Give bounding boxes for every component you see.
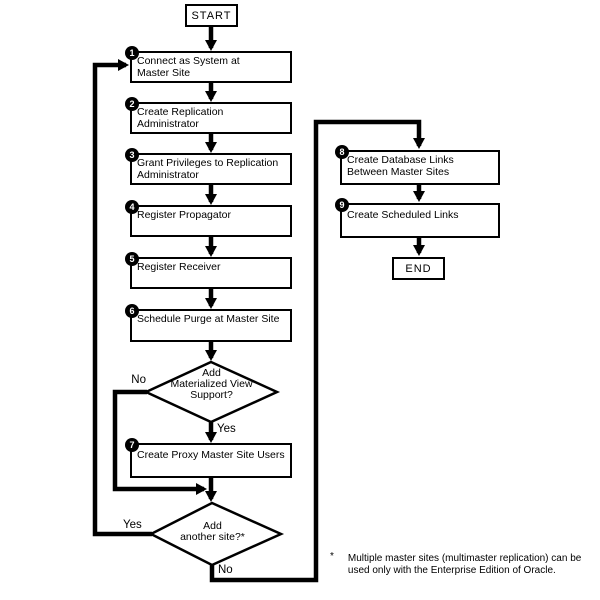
decision-materialized-view-label: Add Materialized View Support? [170, 367, 253, 401]
branch-label-no-add-another-site: No [218, 564, 233, 576]
branch-label-yes-add-another-site: Yes [123, 519, 142, 531]
step-1-box: 1 Connect as System at Master Site [125, 46, 292, 83]
decision-add-another-site-label: Add another site?* [180, 520, 245, 543]
step-8-box: 8 Create Database Links Between Master S… [335, 145, 500, 185]
step-2-box: 2 Create Replication Administrator [125, 97, 292, 134]
step-5-number-badge: 5 [125, 252, 139, 266]
step-1-number-badge: 1 [125, 46, 139, 60]
decision-add-another-site-diamond [148, 501, 285, 567]
step-3-box: 3 Grant Privileges to Replication Admini… [125, 148, 292, 185]
step-1-label: Connect as System at Master Site [137, 55, 240, 79]
step-4-box: 4 Register Propagator [125, 200, 292, 237]
step-7-box: 7 Create Proxy Master Site Users [125, 438, 292, 478]
start-node: START [185, 4, 238, 27]
step-7-number-badge: 7 [125, 438, 139, 452]
branch-label-yes-materialized-view: Yes [217, 423, 236, 435]
step-5-label: Register Receiver [137, 261, 221, 273]
step-9-label: Create Scheduled Links [347, 209, 459, 221]
step-4-label: Register Propagator [137, 209, 231, 221]
step-6-number-badge: 6 [125, 304, 139, 318]
arrow-decision2-yes-loop-to-step1 [92, 59, 152, 537]
step-5-box: 5 Register Receiver [125, 252, 292, 289]
step-6-label: Schedule Purge at Master Site [137, 313, 280, 325]
step-9-number-badge: 9 [335, 198, 349, 212]
step-3-number-badge: 3 [125, 148, 139, 162]
step-2-number-badge: 2 [125, 97, 139, 111]
end-label: END [405, 262, 432, 275]
step-8-label: Create Database Links Between Master Sit… [347, 154, 454, 178]
step-2-label: Create Replication Administrator [137, 106, 224, 130]
branch-label-no-materialized-view: No [131, 374, 146, 386]
step-9-box: 9 Create Scheduled Links [335, 198, 500, 238]
decision-materialized-view-diamond [143, 360, 281, 424]
start-label: START [191, 9, 232, 22]
step-7-label: Create Proxy Master Site Users [137, 449, 285, 461]
footnote: * Multiple master sites (multimaster rep… [330, 551, 582, 577]
step-3-label: Grant Privileges to Replication Administ… [137, 157, 279, 181]
end-node: END [392, 257, 445, 280]
step-4-number-badge: 4 [125, 200, 139, 214]
footnote-asterisk: * [330, 551, 334, 562]
arrow-decision1-no-loop [112, 389, 207, 495]
step-8-number-badge: 8 [335, 145, 349, 159]
step-6-box: 6 Schedule Purge at Master Site [125, 304, 292, 342]
arrow-decision2-no-to-step8 [209, 119, 425, 583]
footnote-text: Multiple master sites (multimaster repli… [347, 553, 582, 576]
